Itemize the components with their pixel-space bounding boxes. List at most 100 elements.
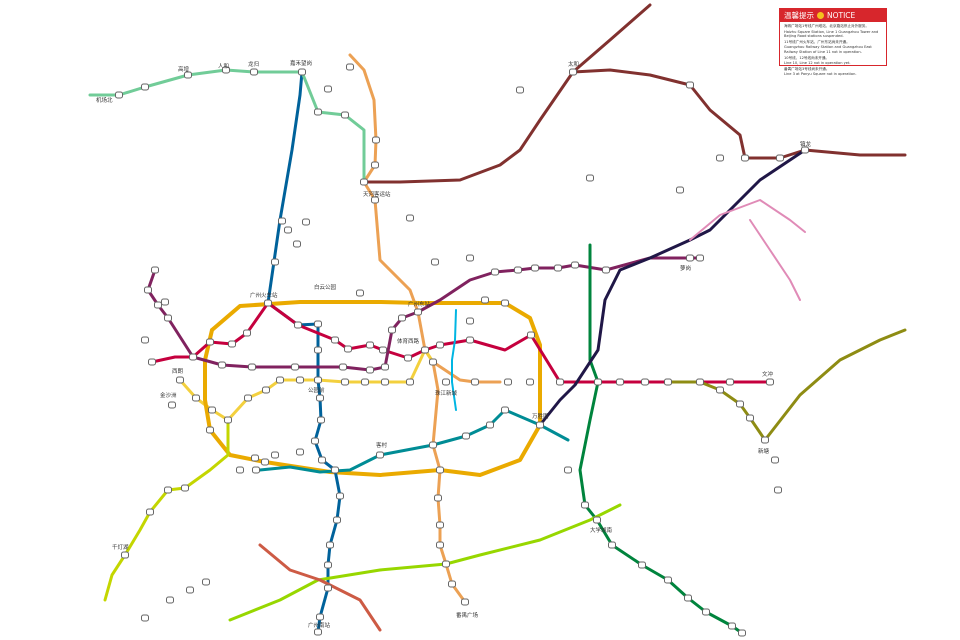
station-marker[interactable]: 黄边 xyxy=(278,217,286,225)
station-marker[interactable]: 番禺广场 xyxy=(461,598,469,606)
station-marker[interactable]: 镇龙西 xyxy=(716,154,724,162)
station-marker[interactable]: 客村 xyxy=(376,451,384,459)
station-marker[interactable]: 沙园 xyxy=(261,458,269,466)
station-marker[interactable]: 植物园 xyxy=(431,258,439,266)
station-marker[interactable]: 琶洲 xyxy=(501,406,509,414)
station-marker[interactable]: 淘金 xyxy=(331,336,339,344)
station-marker[interactable]: 车陂南 xyxy=(594,378,602,386)
station-marker[interactable]: 岗顶 xyxy=(466,336,474,344)
station-marker[interactable]: 机场北 xyxy=(115,91,123,99)
station-marker[interactable]: 万胜围 xyxy=(536,421,544,429)
station-marker[interactable]: 浔峰岗 xyxy=(151,266,159,274)
station-marker[interactable]: 滘口 xyxy=(148,358,156,366)
station-marker[interactable]: 沙村 xyxy=(736,400,744,408)
station-marker[interactable]: 南洲 xyxy=(333,516,341,524)
station-marker[interactable]: 高塘石 xyxy=(514,266,522,274)
station-marker[interactable]: 江夏 xyxy=(284,226,292,234)
station-marker[interactable]: 石壁 xyxy=(316,613,324,621)
station-marker[interactable]: 萧岗 xyxy=(271,258,279,266)
station-marker[interactable]: 农讲所 xyxy=(341,378,349,386)
station-marker[interactable]: 西场 xyxy=(228,340,236,348)
station-marker[interactable]: 广州东站 xyxy=(414,308,422,316)
station-marker[interactable]: 白云公园 xyxy=(356,289,364,297)
station-marker[interactable]: 镇龙 xyxy=(801,146,809,154)
station-marker[interactable]: 磨碟沙 xyxy=(462,432,470,440)
station-marker[interactable]: 新城东 xyxy=(166,596,174,604)
station-marker[interactable]: 天河南 xyxy=(404,354,412,362)
station-marker[interactable]: 纪念堂 xyxy=(314,346,322,354)
station-marker[interactable]: 陈家祠 xyxy=(276,376,284,384)
station-marker[interactable]: 汉溪长隆 xyxy=(442,560,450,568)
station-marker[interactable]: 河沙 xyxy=(164,314,172,322)
station-marker[interactable]: 嘉禾 xyxy=(516,86,524,94)
station-marker[interactable]: 柯木塱 xyxy=(491,268,499,276)
station-marker[interactable]: 黄陂 xyxy=(531,264,539,272)
station-marker[interactable]: 永泰 xyxy=(314,108,322,116)
station-marker[interactable]: 世纪莲 xyxy=(202,578,210,586)
station-marker[interactable]: 官湖 xyxy=(771,456,779,464)
station-marker[interactable]: 坦尾 xyxy=(189,353,197,361)
station-marker[interactable]: 东圃 xyxy=(616,378,624,386)
station-marker[interactable]: 南岗 xyxy=(716,386,724,394)
station-marker[interactable]: 长平 xyxy=(586,174,594,182)
station-marker[interactable]: 珠江新城 xyxy=(442,378,450,386)
station-marker[interactable]: 芳村 xyxy=(224,416,232,424)
station-marker[interactable]: 大塘 xyxy=(436,466,444,474)
station-marker[interactable]: 杨箕 xyxy=(406,378,414,386)
station-marker[interactable]: 长湴 xyxy=(406,214,414,222)
station-marker[interactable]: 金峰 xyxy=(554,264,562,272)
station-marker[interactable]: 小北 xyxy=(294,321,302,329)
station-marker[interactable]: 南浦 xyxy=(324,561,332,569)
station-marker[interactable]: 宝岗大道 xyxy=(296,448,304,456)
station-marker[interactable]: 沙贝 xyxy=(161,298,169,306)
station-marker[interactable]: 飞鹅岭 xyxy=(346,63,354,71)
station-marker[interactable]: 天平架 xyxy=(398,314,406,322)
station-marker[interactable]: 凤凰新村 xyxy=(251,454,259,462)
station-marker[interactable]: 同和 xyxy=(341,111,349,119)
station-marker[interactable]: 鱼珠 xyxy=(664,378,672,386)
station-marker[interactable]: 昌岗 xyxy=(318,456,326,464)
station-marker[interactable]: 如意坊 xyxy=(218,361,226,369)
station-marker[interactable]: 沙河顶 xyxy=(388,326,396,334)
station-marker[interactable]: 五山 xyxy=(501,299,509,307)
station-marker[interactable]: 体育西路 xyxy=(421,346,429,354)
station-marker[interactable]: 大山 xyxy=(676,186,684,194)
station-marker[interactable]: 东湖 xyxy=(381,363,389,371)
station-marker[interactable]: 东山口 xyxy=(381,378,389,386)
station-marker[interactable]: 赤岗 xyxy=(429,441,437,449)
station-marker[interactable]: 体育中心 xyxy=(429,358,437,366)
station-marker[interactable]: 高增 xyxy=(184,71,192,79)
station-marker[interactable]: 魁奇路 xyxy=(141,614,149,622)
station-marker[interactable]: 会江 xyxy=(324,584,332,592)
station-marker[interactable]: 石碁 xyxy=(638,561,646,569)
station-marker[interactable]: 沥滘 xyxy=(434,494,442,502)
station-marker[interactable]: 科韵路 xyxy=(556,378,564,386)
station-marker[interactable]: 龙归 xyxy=(250,68,258,76)
station-marker[interactable]: 香雪 xyxy=(696,254,704,262)
station-marker[interactable]: 猎德 xyxy=(471,378,479,386)
station-marker[interactable]: 华师 xyxy=(527,331,535,339)
station-marker[interactable]: 白云文化广场 xyxy=(293,240,301,248)
station-marker[interactable]: 中新 xyxy=(776,154,784,162)
station-marker[interactable]: 官洲 xyxy=(564,466,572,474)
station-marker[interactable]: 新港东 xyxy=(486,421,494,429)
station-marker[interactable]: 广州火车站 xyxy=(264,299,272,307)
station-marker[interactable]: 大沙地 xyxy=(696,378,704,386)
station-marker[interactable]: 九佛 xyxy=(741,154,749,162)
station-marker[interactable]: 石溪 xyxy=(252,466,260,474)
station-marker[interactable]: 南石头 xyxy=(236,466,244,474)
station-marker[interactable]: 新塘 xyxy=(761,436,769,444)
station-marker[interactable]: 北京路 xyxy=(339,363,347,371)
station-marker[interactable]: 西村 xyxy=(243,329,251,337)
station-marker[interactable]: 黄阁 xyxy=(738,629,746,637)
station-marker[interactable]: 暹岗 xyxy=(571,261,579,269)
station-marker[interactable]: 燕塘 xyxy=(360,178,368,186)
station-marker[interactable]: 林和西 xyxy=(466,317,474,325)
station-marker[interactable]: 白江 xyxy=(746,414,754,422)
station-marker[interactable]: 市桥 xyxy=(448,580,456,588)
station-marker[interactable]: 动物园 xyxy=(379,346,387,354)
station-marker[interactable]: 千灯湖 xyxy=(121,551,129,559)
station-marker[interactable]: 西门口 xyxy=(296,376,304,384)
station-marker[interactable]: 鹤翔 xyxy=(181,484,189,492)
station-marker[interactable]: 广州南站 xyxy=(314,628,322,636)
